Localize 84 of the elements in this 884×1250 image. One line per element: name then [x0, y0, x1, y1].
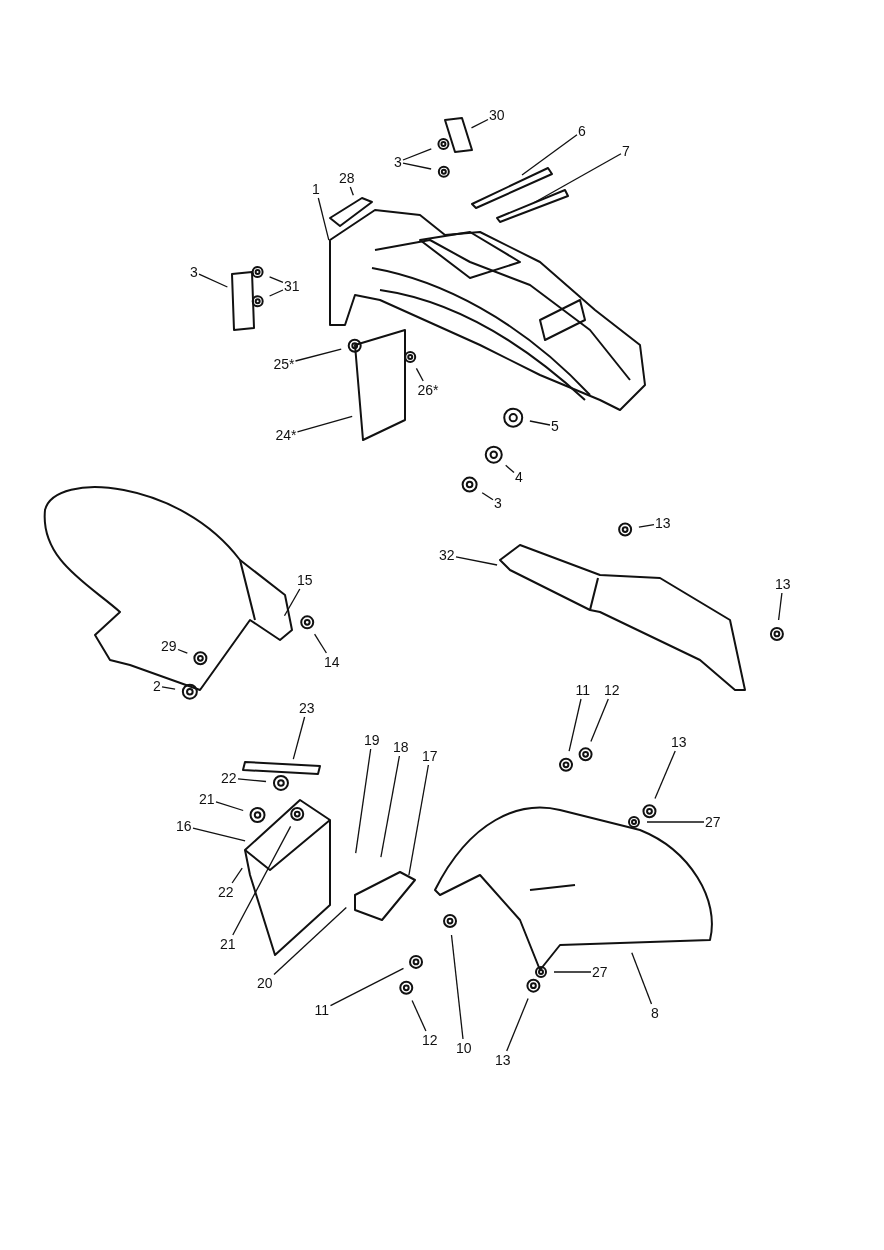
callout-number: 16 — [176, 818, 192, 834]
leader-line — [777, 592, 783, 621]
leader-line — [553, 971, 592, 973]
callout-number: 22 — [221, 770, 237, 786]
leader-line — [470, 118, 489, 129]
leader-line — [521, 134, 578, 176]
callout-number: 11 — [314, 1002, 330, 1018]
callout-number: 32 — [439, 547, 455, 563]
callout-number: 26* — [417, 382, 439, 398]
leader-line — [198, 273, 229, 288]
leader-line — [292, 716, 306, 760]
leader-line — [568, 698, 582, 752]
leader-line — [506, 997, 529, 1052]
callout-number: 21 — [199, 791, 215, 807]
leader-line — [355, 748, 372, 854]
leader-line — [455, 556, 498, 566]
callout-number: 30 — [489, 107, 505, 123]
leader-line — [646, 821, 705, 823]
callout-number: 29 — [161, 638, 177, 654]
callout-number: 25* — [273, 356, 295, 372]
leader-line — [408, 764, 430, 876]
leader-line — [411, 999, 427, 1032]
callout-number: 10 — [456, 1040, 472, 1056]
callout-number: 28 — [339, 170, 355, 186]
leader-line — [313, 633, 328, 654]
leader-line — [317, 197, 330, 241]
callout-number: 6 — [578, 123, 586, 139]
callout-number: 3 — [190, 264, 198, 280]
callout-number: 14 — [324, 654, 340, 670]
leader-line — [232, 825, 292, 936]
leader-line — [415, 367, 424, 382]
callout-number: 11 — [575, 682, 591, 698]
callout-number: 22 — [218, 884, 234, 900]
leader-line — [402, 148, 432, 161]
callout-number: 23 — [299, 700, 315, 716]
callout-number: 27 — [705, 814, 721, 830]
leader-line — [654, 750, 676, 800]
callout-number: 21 — [220, 936, 236, 952]
callout-number: 5 — [551, 418, 559, 434]
leader-line — [192, 827, 246, 842]
callout-number: 20 — [257, 975, 273, 991]
leader-line — [283, 588, 301, 617]
leader-line — [380, 755, 401, 858]
leader-line — [294, 348, 342, 362]
leader-line — [215, 801, 244, 812]
leader-line — [268, 276, 284, 283]
callout-number: 13 — [671, 734, 687, 750]
leader-line — [481, 492, 494, 501]
leader-line — [329, 967, 405, 1007]
leader-line — [533, 153, 622, 204]
callout-number: 27 — [592, 964, 608, 980]
callout-number: 2 — [153, 678, 161, 694]
leader-line — [349, 186, 354, 196]
leader-line — [237, 778, 267, 783]
leader-line — [231, 867, 243, 884]
leader-line — [177, 648, 188, 654]
leader-line — [638, 523, 655, 528]
callout-number: 13 — [775, 576, 791, 592]
callout-number: 4 — [515, 469, 523, 485]
leader-line — [590, 698, 609, 743]
callout-number: 17 — [422, 748, 438, 764]
callout-number: 12 — [422, 1032, 438, 1048]
leader-line — [273, 906, 347, 976]
callout-number: 31 — [284, 278, 300, 294]
leader-line — [402, 162, 432, 170]
leader-line — [296, 415, 353, 433]
callout-number: 8 — [651, 1005, 659, 1021]
leader-line — [529, 420, 551, 426]
leader-line — [631, 952, 653, 1005]
callout-number: 7 — [622, 143, 630, 159]
callout-number: 19 — [364, 732, 380, 748]
callout-number: 24* — [275, 427, 297, 443]
callout-number: 3 — [394, 154, 402, 170]
callout-number: 12 — [604, 682, 620, 698]
leader-line — [161, 686, 176, 690]
leader-line — [450, 934, 464, 1040]
callout-number: 1 — [312, 181, 320, 197]
callout-number: 15 — [297, 572, 313, 588]
callout-number: 13 — [495, 1052, 511, 1068]
callout-number: 18 — [393, 739, 409, 755]
leader-line — [505, 464, 515, 474]
leader-line — [268, 289, 284, 297]
callout-number: 13 — [655, 515, 671, 531]
callout-number: 3 — [494, 495, 502, 511]
